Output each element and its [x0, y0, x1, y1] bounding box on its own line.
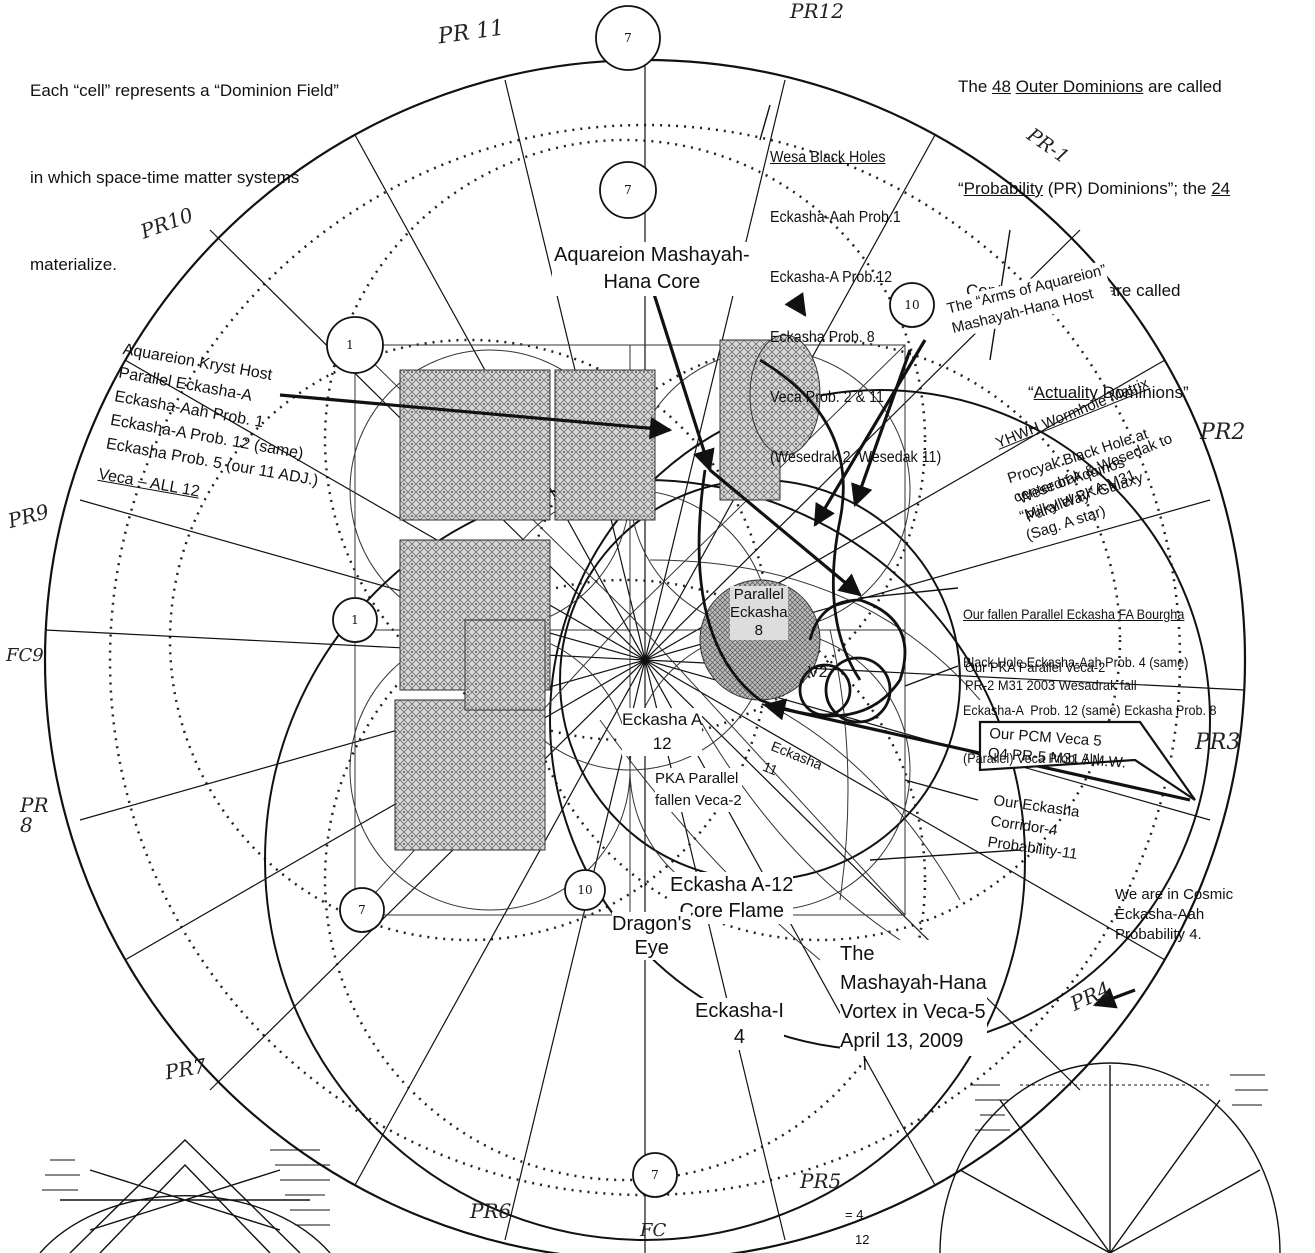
svg-text:7: 7	[651, 1168, 659, 1182]
svg-text:1: 1	[346, 338, 354, 352]
v2-label: V2	[808, 664, 828, 683]
inset-star-diagram	[40, 1140, 330, 1253]
twelve-note: 12	[855, 1232, 869, 1247]
outer-note-line-1: The 48 Outer Dominions are called	[958, 70, 1230, 104]
pr-label-2: PR2	[1200, 420, 1245, 446]
cell-note: Each “cell” represents a “Dominion Field…	[30, 18, 339, 308]
cell-note-line-1: Each “cell” represents a “Dominion Field…	[30, 76, 339, 105]
pr-label-5: PR5	[800, 1170, 841, 1194]
fc-label-bottom: FC	[640, 1220, 666, 1241]
inset-dome-diagram	[940, 1063, 1280, 1253]
mashayah-vortex-label: The Mashayah-Hana Vortex in Veca-5 April…	[840, 940, 987, 1056]
outer-note-line-2: “Probability (PR) Dominions”; the 24	[958, 172, 1230, 206]
eckasha-a-12-label: Eckasha A 12	[622, 708, 702, 756]
wesa-line-3: Eckasha Prob. 8	[770, 328, 941, 348]
cosmic-probability-label: We are in Cosmic Eckasha-Aah Probability…	[1115, 885, 1233, 945]
pr-label-6: PR6	[470, 1200, 511, 1224]
svg-text:7: 7	[624, 183, 632, 197]
wesa-line-2: Eckasha-A Prob.12	[770, 268, 941, 288]
equals-4-note: = 4	[845, 1207, 863, 1222]
svg-text:10: 10	[577, 883, 592, 897]
wesa-black-holes-note: Wesa Black Holes Eckasha-Aah Prob.1 Ecka…	[770, 108, 941, 488]
pr-label-8: PR 8	[20, 795, 49, 835]
svg-text:1: 1	[351, 613, 359, 627]
wesa-line-4: Veca Prob. 2 & 11	[770, 388, 941, 408]
wesa-line-1: Eckasha-Aah Prob.1	[770, 208, 941, 228]
pka-parallel-fallen-label: PKA Parallel fallen Veca-2	[655, 768, 742, 812]
fallen-line-2: Eckasha-A Prob. 12 (same) Eckasha Prob. …	[963, 702, 1217, 718]
mashayah-core-label: Aquareion Mashayah- Hana Core	[552, 242, 752, 296]
wesa-line-5: (Wesedrak 2, Wesedak 11)	[770, 448, 941, 468]
fallen-title: Our fallen Parallel Eckasha FA Bourgha	[963, 606, 1217, 622]
pka-veca-2-label: Our PKA Parallel Veca-2 PR-2 M31 2003 We…	[965, 658, 1137, 694]
pr-label-12: PR12	[790, 0, 844, 24]
eckasha-corridor-label: Our Eckasha Corridor-4 Probability-11	[986, 790, 1084, 865]
svg-text:7: 7	[624, 31, 632, 45]
svg-text:7: 7	[358, 903, 366, 917]
dragons-eye-label: Dragon's Eye	[612, 912, 691, 960]
cell-note-line-2: in which space-time matter systems	[30, 163, 339, 192]
wesa-title: Wesa Black Holes	[770, 148, 941, 168]
fc-label-left: FC9	[6, 645, 44, 666]
eckasha-i-4-label: Eckasha-I 4	[695, 998, 784, 1050]
parallel-eckasha-label: Parallel Eckasha 8	[730, 586, 788, 640]
cell-note-line-3: materialize.	[30, 250, 339, 279]
